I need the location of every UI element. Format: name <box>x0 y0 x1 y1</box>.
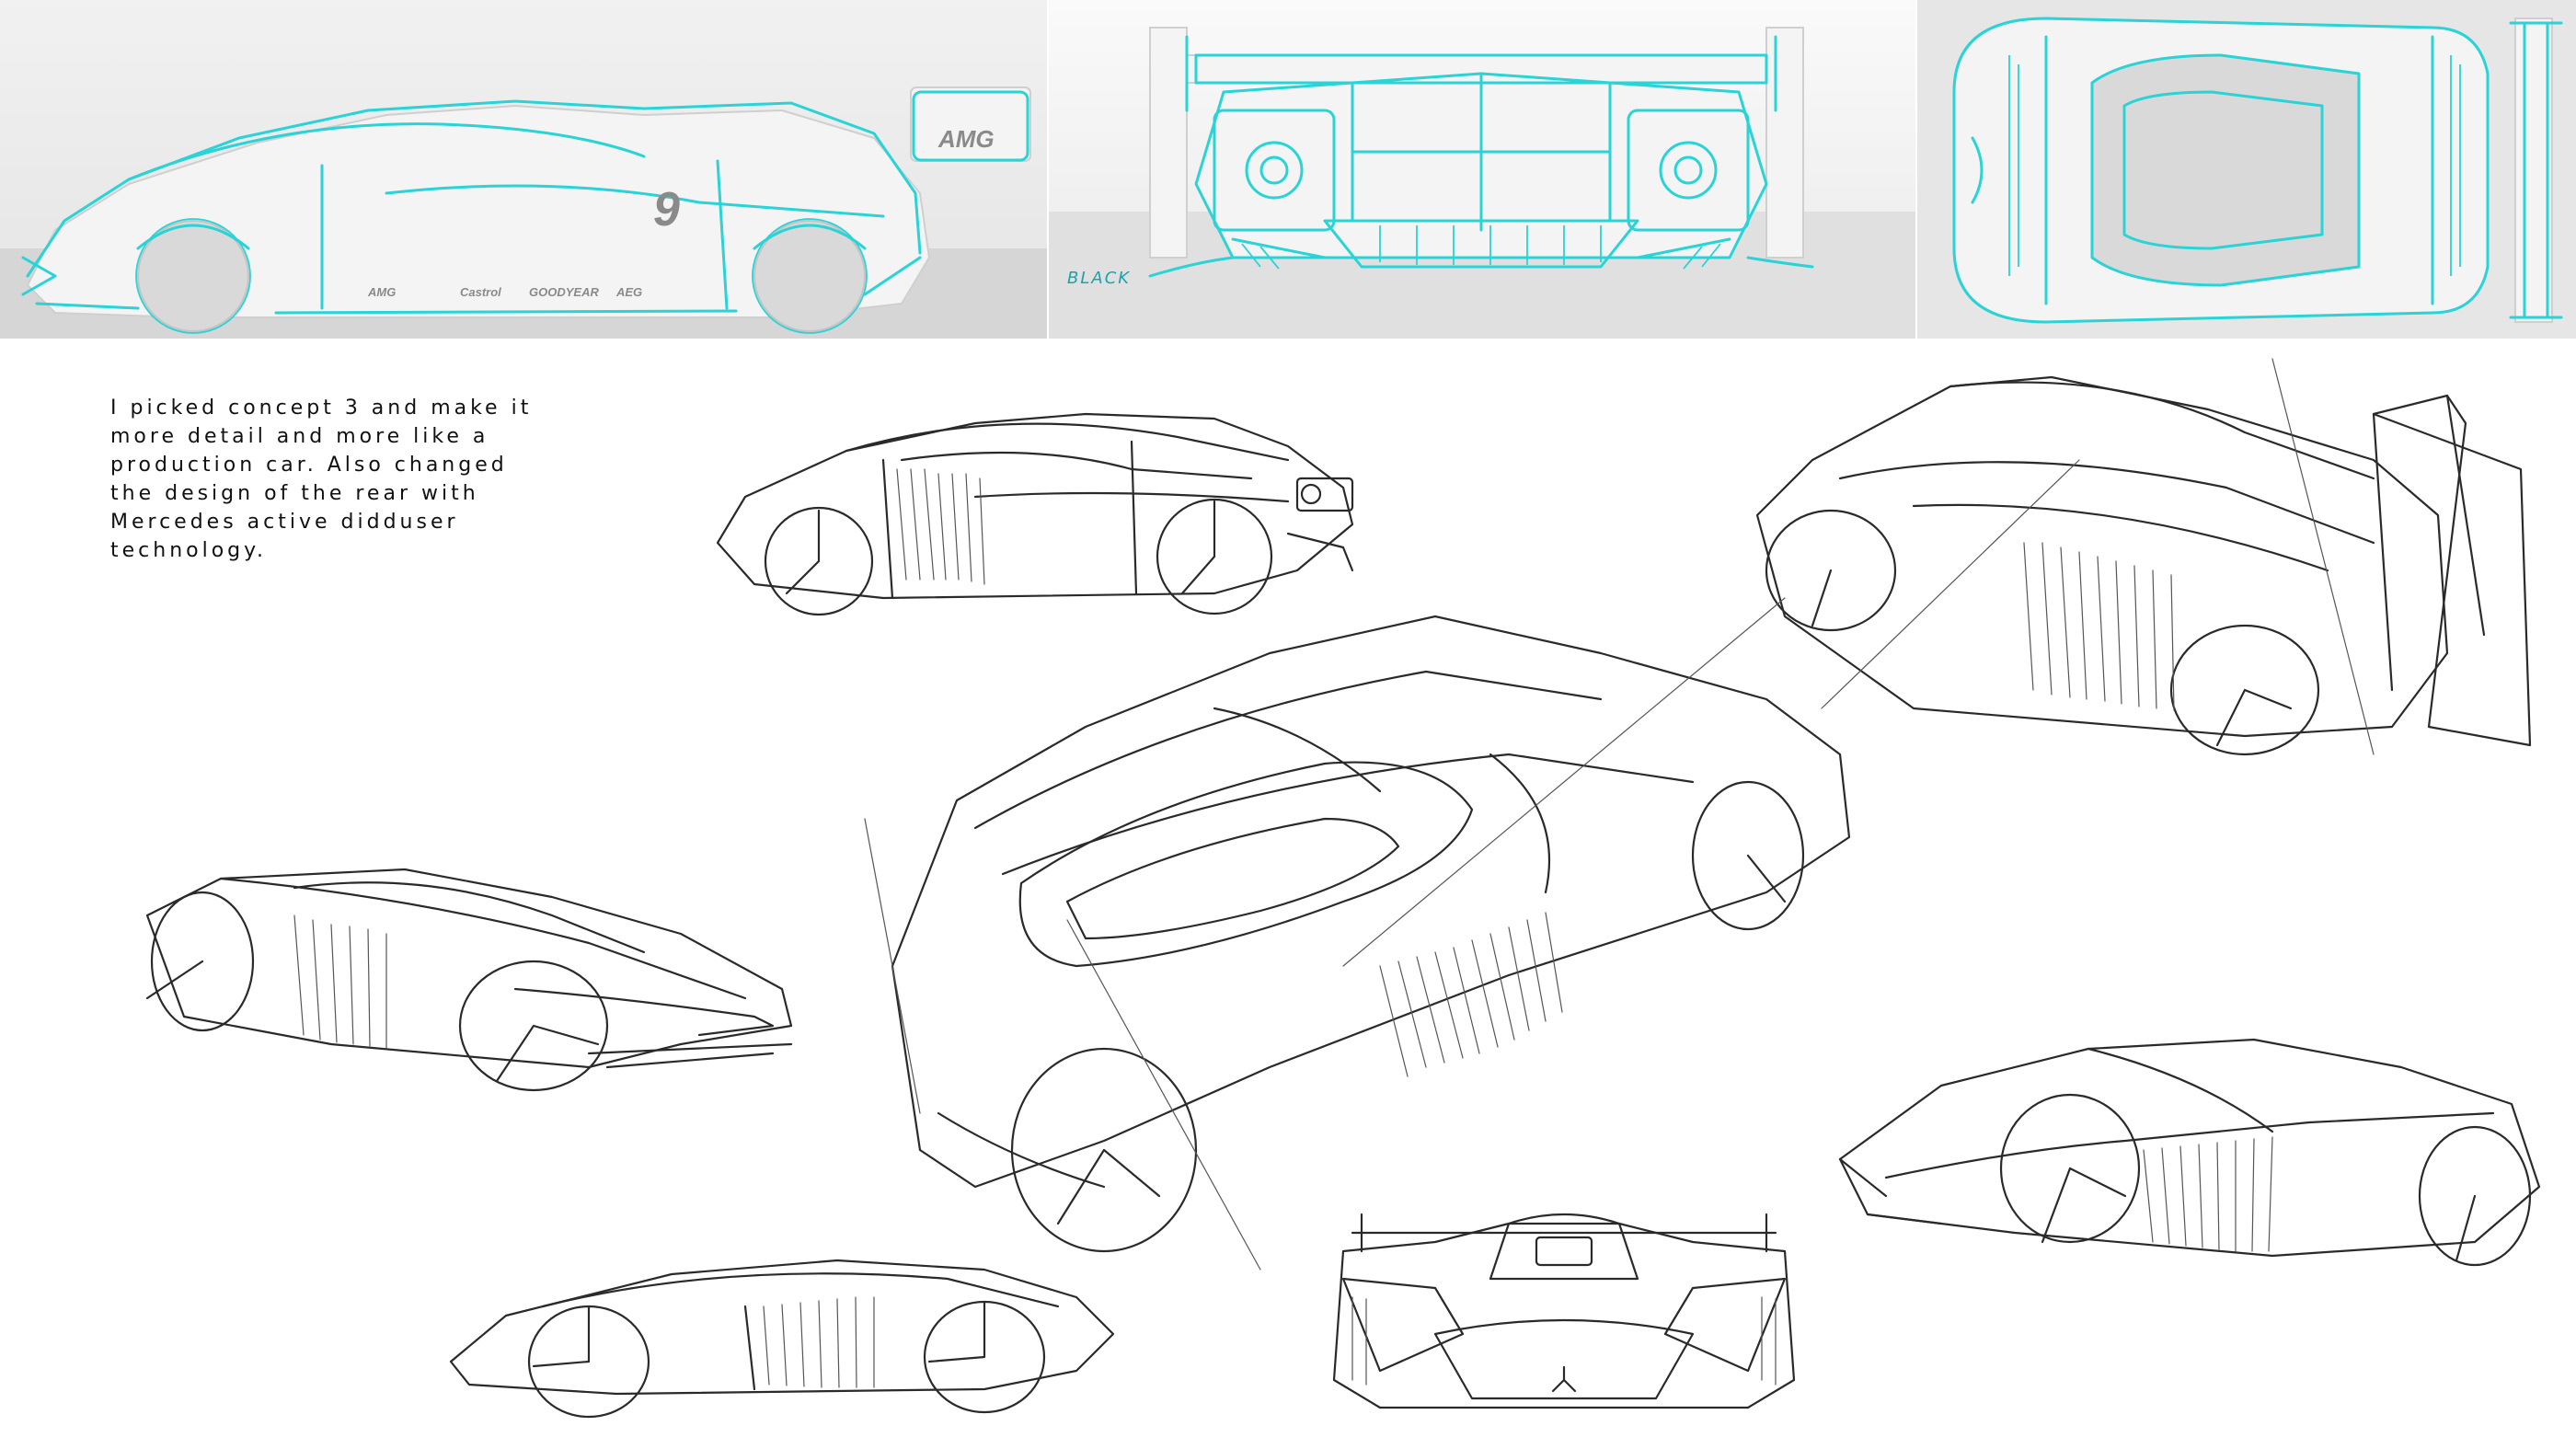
top-view-render <box>1952 17 2563 324</box>
black-annotation-label: BLACK <box>1067 269 1132 288</box>
reference-panel-top-view <box>1917 0 2576 339</box>
rear-view-render <box>1049 27 1915 339</box>
livery-number-text: 9 <box>653 183 680 236</box>
hero-overhead-sketch <box>864 597 1904 1271</box>
reference-panel-side-view: AMG 9 AMG Castrol GOODYEAR AEG <box>0 0 1047 339</box>
design-caption: I picked concept 3 and make it more deta… <box>110 397 533 562</box>
sponsor-castrol: Castrol <box>460 285 501 299</box>
front-view-sketch <box>1325 1196 1803 1417</box>
three-quarter-rear-sketch-top-right <box>1730 358 2558 782</box>
side-profile-sketch-bottom <box>432 1242 1132 1419</box>
rear-three-quarter-sketch-right <box>1831 1030 2558 1270</box>
sponsor-goodyear: GOODYEAR <box>529 285 599 299</box>
sponsor-amg: AMG <box>367 285 396 299</box>
sponsor-aeg: AEG <box>615 285 642 299</box>
side-view-render: AMG 9 AMG Castrol GOODYEAR AEG <box>0 86 1047 339</box>
livery-amg-text: AMG <box>937 125 995 153</box>
side-profile-sketch-top <box>699 386 1380 626</box>
front-three-quarter-sketch-left <box>110 860 810 1092</box>
reference-panel-rear-view: BLACK <box>1049 0 1915 339</box>
